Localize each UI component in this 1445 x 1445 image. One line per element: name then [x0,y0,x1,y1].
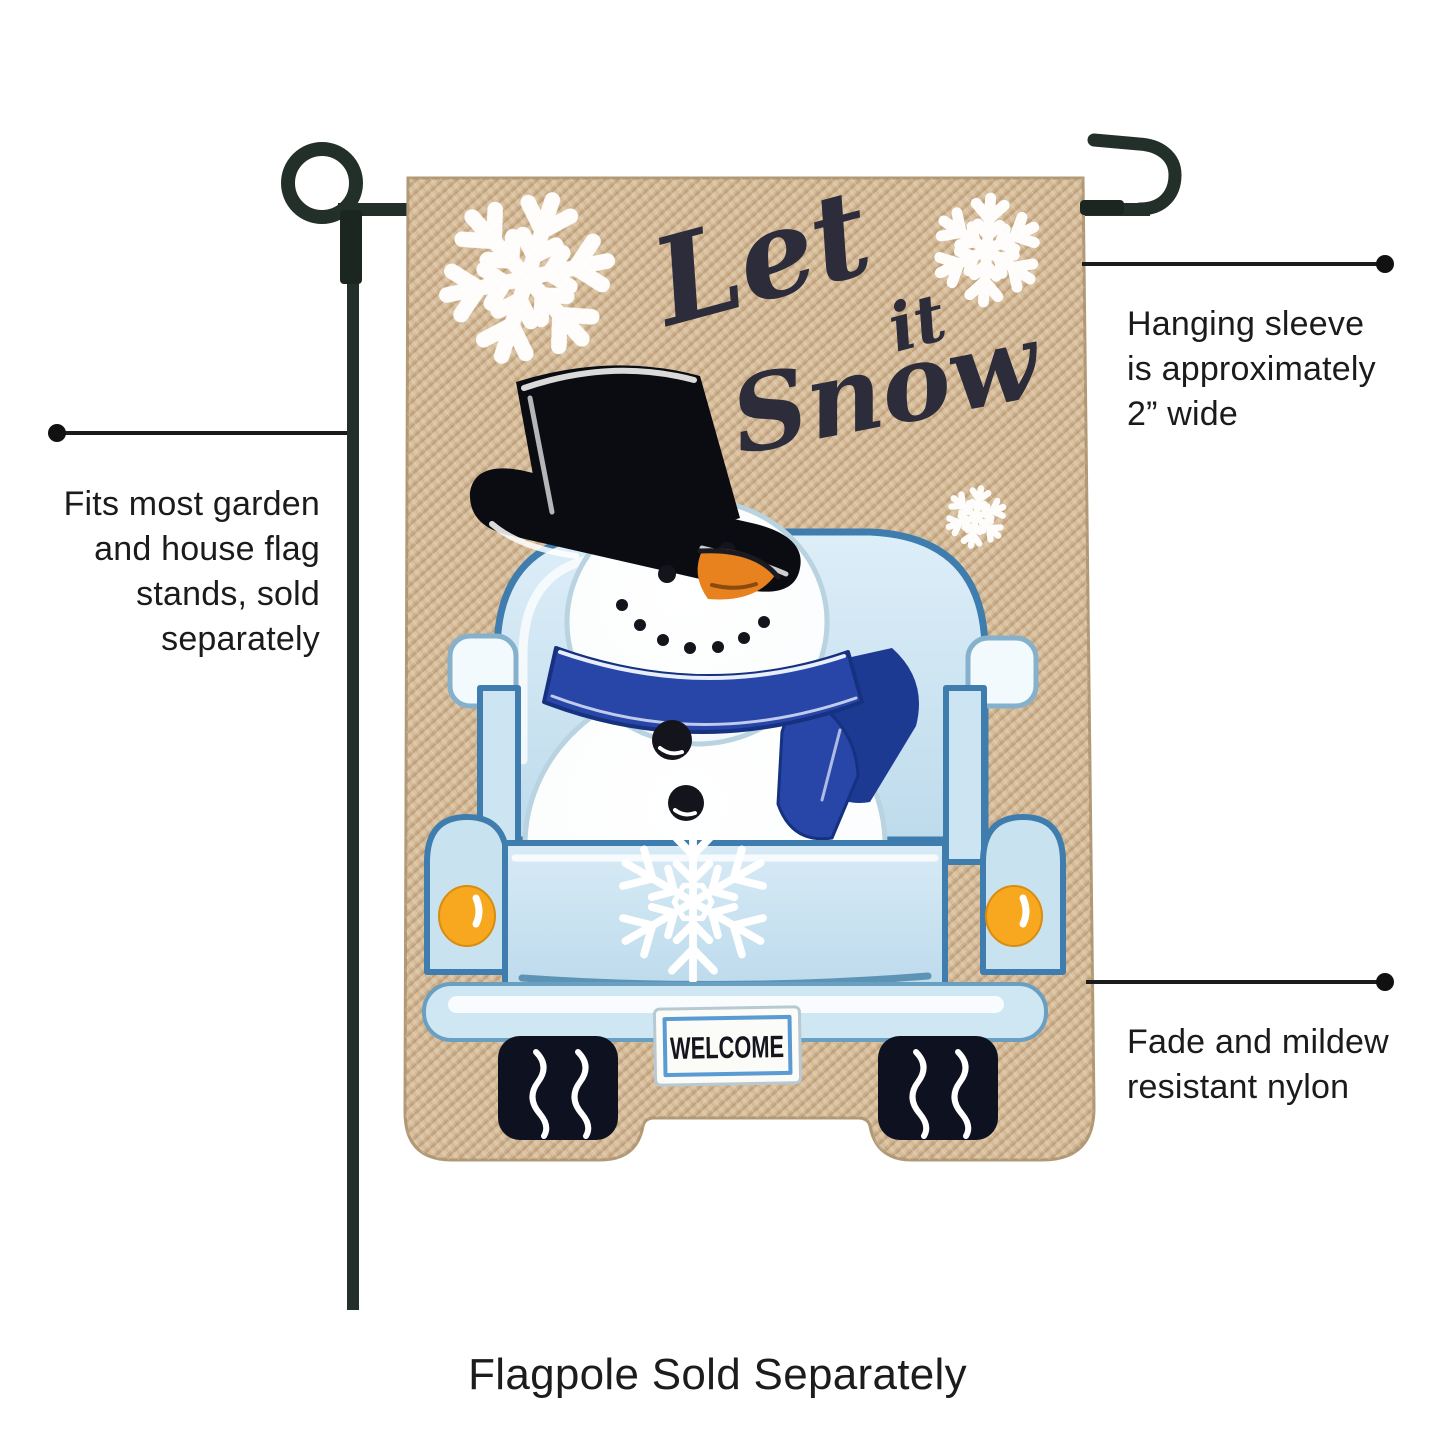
annotation-sleeve: Hanging sleeve is approximately 2” wide [1127,302,1376,437]
annotation-stand-line: separately [161,620,320,658]
annotation-material: Fade and mildew resistant nylon [1127,1020,1389,1110]
annotation-stand: Fits most garden and house flag stands, … [26,482,320,662]
truck-bed-wall-right [943,685,987,865]
flagpole-loop [281,142,363,224]
wheel-right [878,1036,998,1140]
flagpole-rod [347,212,359,1310]
leader-line-sleeve [1082,262,1380,266]
flagpole-arm-tip [1080,200,1124,215]
annotation-sleeve-line: is approximately [1127,350,1376,388]
leader-line-material [1086,980,1380,984]
snowman-buttons [652,720,704,821]
tail-light-right [985,885,1043,947]
leader-line-stand [57,431,347,435]
callout-dot-material [1376,973,1394,991]
annotation-sleeve-line: 2” wide [1127,395,1239,433]
flagpole-hook [1087,133,1182,216]
annotation-stand-line: and house flag [94,530,320,568]
tailgate [502,824,948,996]
annotation-material-line: Fade and mildew [1127,1023,1389,1061]
caption-flagpole-sold-separately: Flagpole Sold Separately [468,1350,967,1399]
license-plate: WELCOME [652,1005,803,1087]
garden-flag: Let it Snow [403,162,1096,1162]
callout-dot-sleeve [1376,255,1394,273]
license-plate-text: WELCOME [670,1029,785,1066]
wheels [498,1036,998,1140]
snowman-face [616,542,781,654]
annotation-material-line: resistant nylon [1127,1068,1350,1106]
annotation-stand-line: stands, sold [136,575,320,613]
scarf [542,646,919,841]
tail-light-left [438,885,496,947]
annotation-sleeve-line: Hanging sleeve [1127,305,1365,343]
annotation-stand-line: Fits most garden [63,485,320,523]
truck-and-snowman: WELCOME [422,365,1066,1140]
flagpole-collar [340,210,362,284]
callout-dot-stand [48,424,66,442]
wheel-left [498,1036,618,1140]
snowflake-center [671,882,715,922]
